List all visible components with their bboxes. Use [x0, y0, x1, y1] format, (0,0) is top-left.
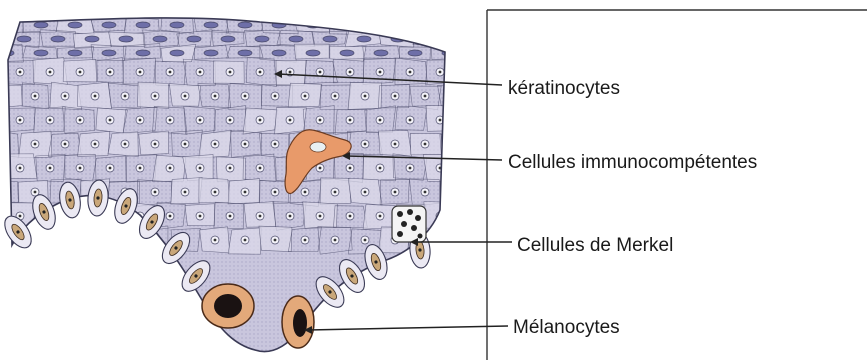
label-keratinocytes: kératinocytes [508, 79, 620, 98]
label-merkel-cells: Cellules de Merkel [517, 236, 673, 255]
melanocyte-icon-1 [202, 284, 254, 328]
melanocyte-icon-2 [282, 296, 314, 348]
merkel-cell-icon [392, 206, 426, 242]
epidermis-tissue [0, 0, 551, 360]
label-frame [487, 10, 867, 360]
label-melanocytes: Mélanocytes [513, 318, 620, 337]
label-immunocompetent-cells: Cellules immunocompétentes [508, 153, 757, 172]
